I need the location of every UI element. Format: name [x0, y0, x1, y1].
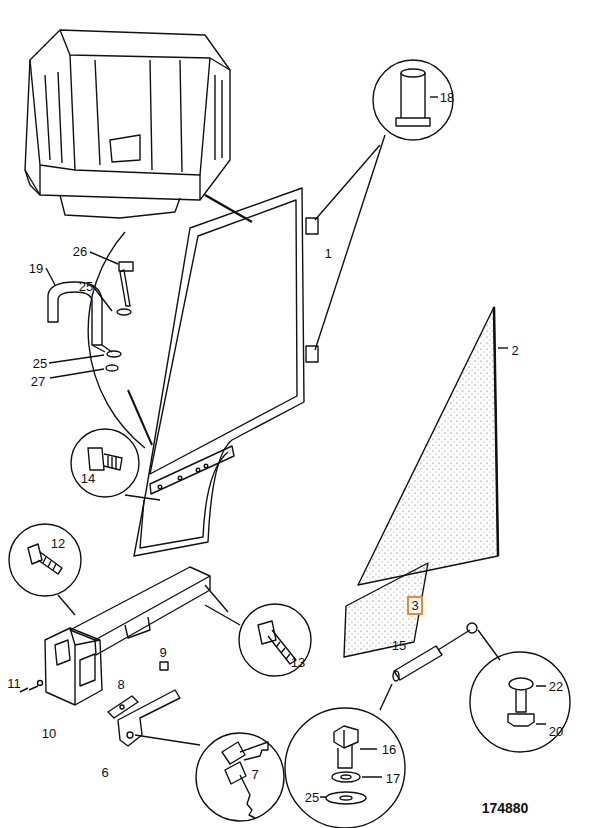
callout-number: 3 — [409, 598, 420, 613]
callout-number: 22 — [549, 680, 563, 693]
callout-number: 9 — [159, 646, 166, 659]
bolt-washer-detail — [285, 708, 405, 828]
handle-assembly — [20, 567, 228, 746]
callout-number: 25 — [305, 791, 319, 804]
callout-number: 17 — [386, 772, 400, 785]
figure-number: 174880 — [482, 801, 529, 815]
callout-number: 16 — [382, 743, 396, 756]
door-frame — [134, 135, 385, 556]
callout-number: 27 — [31, 375, 45, 388]
callout-number: 15 — [392, 639, 406, 652]
cab — [25, 30, 252, 222]
callout-number: 26 — [73, 245, 87, 258]
bolt-detail — [9, 524, 81, 615]
callout-number: 11 — [7, 677, 21, 690]
bolt-detail — [205, 604, 311, 676]
callout-number: 19 — [29, 262, 43, 275]
callout-number: 25 — [79, 280, 93, 293]
callout-number: 14 — [81, 472, 95, 485]
callout-number: 10 — [42, 727, 56, 740]
glass-panel — [358, 307, 498, 585]
gas-strut — [380, 623, 500, 710]
callout-number: 18 — [440, 91, 454, 104]
callout-number: 7 — [251, 768, 258, 781]
callout-number: 20 — [549, 725, 563, 738]
clamp-detail — [46, 232, 152, 448]
keys-detail — [196, 733, 284, 821]
callout-number: 25 — [33, 357, 47, 370]
ball-stud-detail — [470, 652, 570, 752]
callout-number: 1 — [324, 247, 331, 260]
callout-number: 13 — [291, 656, 305, 669]
screw-detail — [71, 429, 160, 500]
callout-number: 12 — [51, 537, 65, 550]
callout-number: 2 — [511, 344, 518, 357]
callout-number: 6 — [101, 766, 108, 779]
glass-panel-small — [344, 563, 428, 657]
callout-number: 8 — [117, 678, 124, 691]
highlighted-callout: 3 — [407, 596, 422, 615]
